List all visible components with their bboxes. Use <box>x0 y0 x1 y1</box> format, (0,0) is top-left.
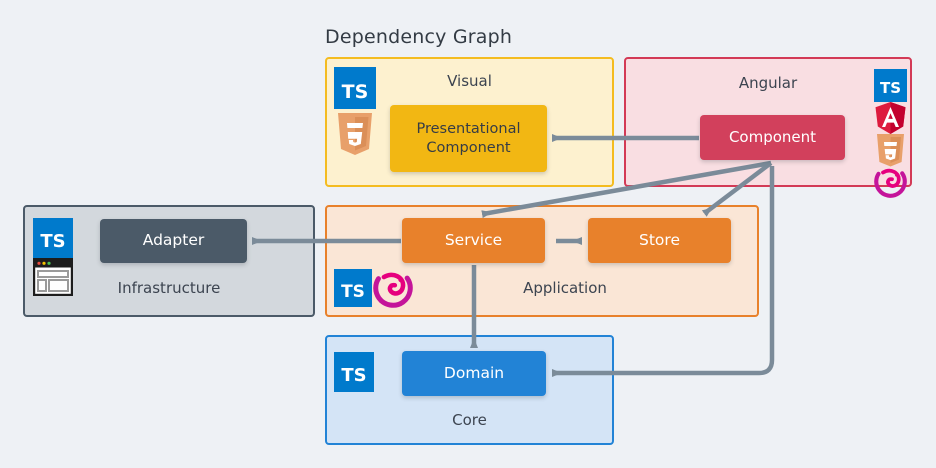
panel-core-label: Core <box>452 411 487 429</box>
html5-icon <box>334 111 376 157</box>
node-service[interactable]: Service <box>402 218 545 263</box>
node-presentational-component[interactable]: Presentational Component <box>390 105 547 172</box>
node-adapter-label: Adapter <box>142 231 205 250</box>
typescript-icon: TS <box>334 67 376 109</box>
node-store[interactable]: Store <box>588 218 731 263</box>
node-domain[interactable]: Domain <box>402 351 546 396</box>
svg-text:TS: TS <box>40 231 65 252</box>
svg-text:TS: TS <box>342 81 369 103</box>
node-store-label: Store <box>639 230 680 249</box>
svg-text:TS: TS <box>341 365 366 386</box>
node-component[interactable]: Component <box>700 115 845 160</box>
panel-infrastructure-label: Infrastructure <box>117 279 221 297</box>
panel-visual-label: Visual <box>447 72 492 90</box>
node-adapter[interactable]: Adapter <box>100 219 247 263</box>
node-presentational-line1: Presentational <box>416 121 521 138</box>
panel-angular-label: Angular <box>738 74 798 92</box>
svg-text:TS: TS <box>341 282 365 302</box>
typescript-icon: TS <box>874 69 907 102</box>
angular-icon <box>874 101 907 135</box>
html5-icon <box>874 133 907 167</box>
node-domain-label: Domain <box>443 363 505 382</box>
node-component-label: Component <box>728 128 817 147</box>
browser-window-icon <box>33 258 73 296</box>
rxjs-icon <box>874 165 907 198</box>
svg-text:TS: TS <box>880 79 901 97</box>
node-presentational-line2: Component <box>426 139 511 156</box>
page-title: Dependency Graph <box>325 26 513 48</box>
panel-application-label: Application <box>523 279 607 297</box>
rxjs-icon <box>373 268 413 308</box>
typescript-icon: TS <box>334 269 372 307</box>
typescript-icon: TS <box>334 352 374 392</box>
node-service-label: Service <box>444 230 503 249</box>
typescript-icon: TS <box>33 218 73 258</box>
